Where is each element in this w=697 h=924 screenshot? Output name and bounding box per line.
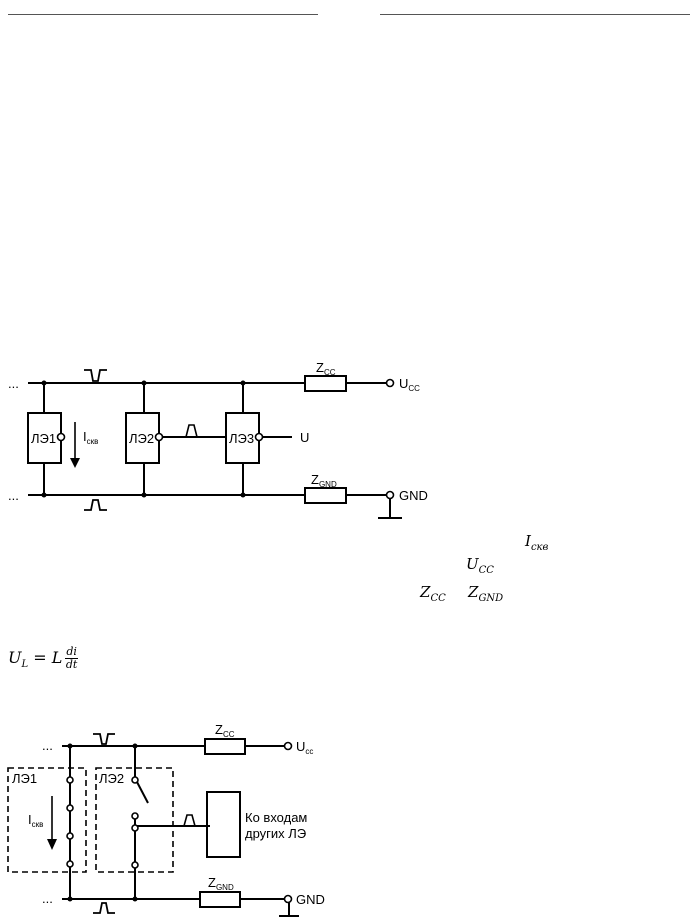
fig1-u-label: U [300, 430, 309, 445]
fig2-le2-label: ЛЭ2 [99, 771, 124, 786]
fig1-dots-top: ... [8, 376, 19, 391]
fig2-dots-bottom: ... [42, 891, 53, 906]
header-rule-right [380, 14, 690, 15]
fig2-dots-top: ... [42, 738, 53, 753]
fig1-le3-label: ЛЭ3 [229, 431, 254, 446]
fig1-le2-label: ЛЭ2 [129, 431, 154, 446]
fig2-ucc-label: Ucc [296, 739, 313, 756]
fig2-current-label: Iскв [28, 812, 43, 829]
fig2-le1-label: ЛЭ1 [12, 771, 37, 786]
fig1-gnd-label: GND [399, 488, 428, 503]
fig1-zcc-label: ZCC [316, 360, 336, 377]
fig1-le1-label: ЛЭ1 [31, 431, 56, 446]
inline-ucc: UCC [466, 555, 494, 576]
fig1-ucc-label: UCC [399, 376, 420, 393]
header-rule-left [8, 14, 318, 15]
fig1-zgnd-label: ZGND [311, 472, 337, 489]
fig2-gnd-label: GND [296, 892, 325, 907]
inline-zcc: ZCC [420, 583, 446, 604]
fig2-inputs-line1: Ко входам [245, 810, 307, 825]
fig2-zcc-label: ZCC [215, 722, 235, 739]
fig1-current-label: Iскв [83, 429, 98, 446]
fig2-zgnd-label: ZGND [208, 875, 234, 892]
inline-i-skv: Iскв [525, 532, 549, 553]
fig2-inputs-line2: других ЛЭ [245, 826, 306, 841]
inline-zgnd: ZGND [468, 583, 504, 604]
fig1-dots-bottom: ... [8, 488, 19, 503]
